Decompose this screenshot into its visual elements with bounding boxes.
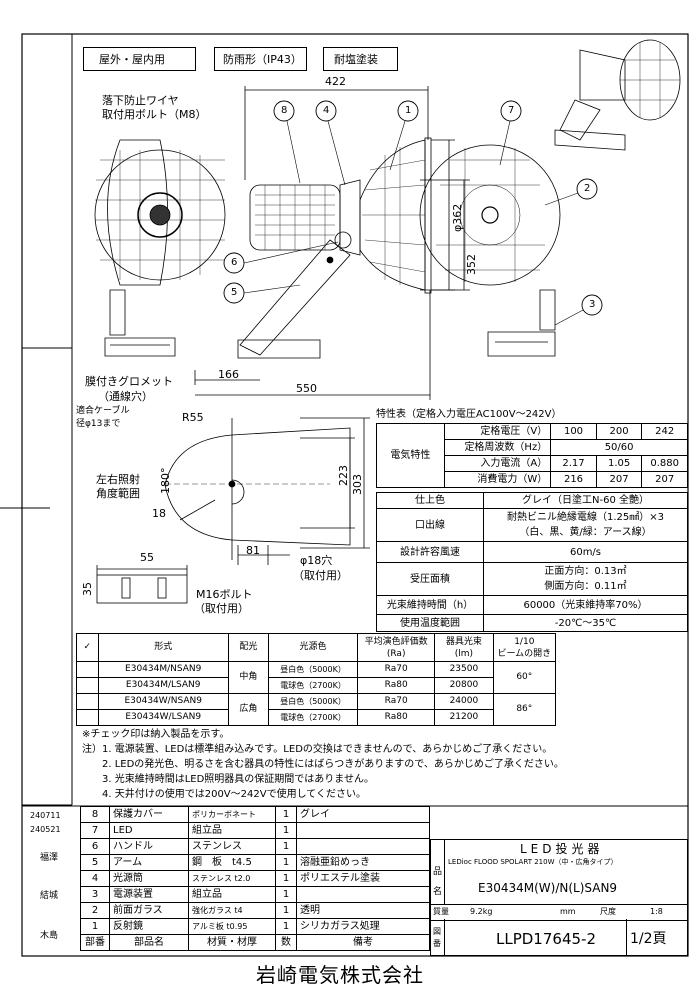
side-view-left [94,139,226,357]
hole-sublabel: （取付用） [293,569,348,582]
cable-note-2: 径φ13まで [76,419,121,429]
revision-date-1: 240711 [30,811,61,820]
top-view [164,417,370,565]
wire-note-2: 取付用ボルト（M8） [102,108,207,121]
callout-8: 8 [281,105,288,116]
callout-leaders [243,120,584,326]
product-title: LED投光器 [520,842,604,856]
mounting-plate-view [96,565,188,604]
dim-18: 18 [152,507,166,520]
scale-label: 尺度 [600,907,616,916]
product-subtitle: LEDioc FLOOD SPOLART 210W（中・広角タイプ） [448,858,618,866]
mass-value: 9.2kg [470,907,493,916]
dim-166: 166 [218,368,239,381]
cable-note-1: 適合ケーブル [76,406,130,416]
dim-35: 35 [81,582,94,596]
hole-label: φ18穴 [300,554,333,567]
revision-date-2: 240521 [30,825,61,834]
mass-label: 質量 [433,907,449,916]
wire-note-1: 落下防止ワイヤ [102,94,179,107]
dim-r55: R55 [182,411,204,424]
callout-6: 6 [231,257,238,268]
title-block [430,839,688,956]
side-view-right [419,144,561,357]
dim-223: 223 [337,465,350,486]
signature-3: 木島 [40,931,59,941]
dim-422: 422 [325,75,346,88]
signature-2: 結城 [40,891,59,901]
bolt-label: M16ボルト [196,588,253,601]
badge-salt-coating: 耐塩塗装 [323,47,398,71]
electrical-spec-table: 電気特性 定格電圧（V） 100 200 242 定格周波数（Hz）50/60 … [376,423,688,488]
callout-3: 3 [589,299,596,310]
callout-2: 2 [584,183,591,194]
page-number: 1/2頁 [630,931,667,947]
grommet-note-1: 膜付きグロメット [85,375,173,388]
signature-1: 福澤 [40,853,59,863]
callout-4: 4 [323,105,330,116]
dim-81: 81 [246,544,260,557]
dim-352: 352 [465,254,478,275]
callout-circles [223,100,603,316]
callout-5: 5 [231,287,238,298]
property-table: 仕上色グレイ（日塗工N-60 全艶） 口出線耐熱ビニル絶縁電線（1.25㎟）×3… [376,492,688,632]
bolt-sublabel: （取付用） [194,602,249,615]
callout-7: 7 [508,105,515,116]
angle-note-2: 角度範囲 [96,487,140,500]
company-name: 岩崎電気株式会社 [256,963,424,987]
side-view-middle [194,86,470,400]
grommet-note-2: （通線穴） [98,390,153,403]
angle-note-1: 左右照射 [96,473,140,486]
badge-outdoor: 屋外・屋内用 [83,47,196,71]
drawing-label: 図番 [433,927,441,948]
callout-1: 1 [405,105,412,116]
scale-value: 1:8 [650,907,663,916]
perspective-view [554,39,681,151]
spec-title: 特性表（定格入力電圧AC100V～242V） [376,409,562,420]
drawing-number: LLPD17645-2 [496,930,596,948]
product-model: E30434M(W)/N(L)SAN9 [478,881,618,895]
dim-180deg: 180° [159,467,172,495]
name-label: 品名 [433,867,443,897]
badge-ip43: 防雨形（IP43） [214,47,307,71]
dim-362: φ362 [451,203,464,232]
dim-550: 550 [296,382,317,395]
dim-303: 303 [351,474,364,495]
dim-55: 55 [140,551,154,564]
footnotes: ※チェック印は納入製品を示す。 注）1. 電源装置、LEDは標準組み込みです。L… [82,729,564,800]
unit-value: mm [560,907,576,916]
